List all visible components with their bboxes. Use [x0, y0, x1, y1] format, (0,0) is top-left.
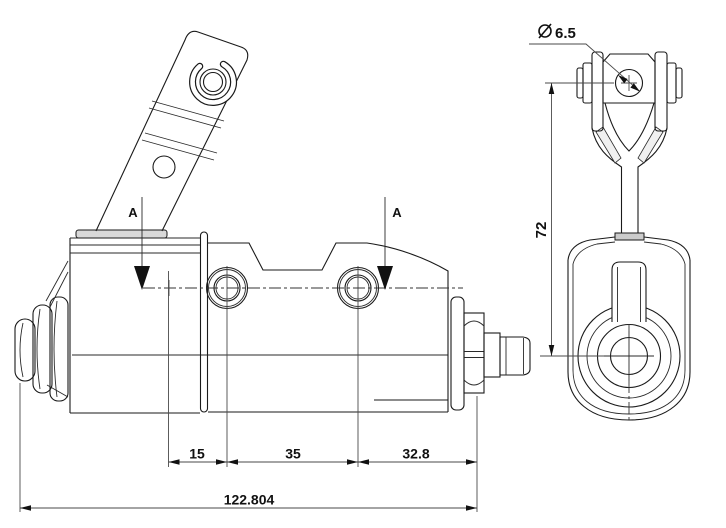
height-dimension: 72: [533, 82, 614, 357]
section-arrow-icon: [134, 266, 150, 290]
fork-face-left: [595, 126, 622, 164]
dim-arrow-icon: [216, 459, 227, 465]
mounting-plate: [75, 229, 168, 239]
dim-arrow-icon: [630, 83, 640, 92]
dim-arrow-icon: [347, 459, 358, 465]
dim-arrow-icon: [227, 459, 238, 465]
section-line-left: A: [128, 197, 150, 290]
clevis-plate-right: [654, 51, 668, 132]
lever-clevis-slot: [189, 60, 238, 106]
clevis-head: [576, 51, 683, 132]
lever-hole: [152, 155, 176, 179]
dim-label-15: 15: [189, 446, 205, 462]
dim-arrow-icon: [548, 83, 555, 94]
lever-arm: [95, 30, 249, 232]
diameter-symbol-icon: [538, 23, 552, 39]
fork-face-right: [637, 126, 664, 164]
boot-bellows: [14, 260, 69, 402]
overall-dim-label: 122.804: [224, 492, 275, 508]
section-line-right: A: [377, 197, 402, 290]
clevis-fork: [591, 102, 668, 241]
front-view: [14, 30, 531, 414]
dim-arrow-icon: [618, 75, 628, 84]
stem-pad: [614, 232, 645, 241]
dim-arrow-icon: [548, 345, 555, 356]
dim-label-35: 35: [285, 446, 301, 462]
chain-dimensions: 15 35 32.8: [19, 271, 478, 512]
diameter-value: 6.5: [555, 25, 576, 42]
lever-bend-line-lower: [141, 132, 218, 161]
dim-arrow-icon: [466, 459, 477, 465]
fitting-step: [483, 332, 501, 378]
clevis-plate-left: [591, 51, 604, 132]
diameter-callout: 6.5: [529, 23, 641, 92]
dim-arrow-icon: [168, 459, 180, 465]
section-label-left: A: [128, 205, 138, 220]
clamp-band: [199, 231, 209, 413]
section-arrow-icon: [377, 266, 393, 290]
dim-arrow-icon: [466, 505, 477, 511]
outlet-fitting: [450, 296, 531, 411]
dim-arrow-icon: [358, 459, 369, 465]
rod-guide-tongue: [611, 261, 647, 322]
side-view: [567, 51, 691, 421]
diameter-leader: [529, 43, 641, 92]
cylinder-body: [69, 231, 449, 414]
pin-right: [675, 67, 683, 99]
overall-dimension: 122.804: [20, 492, 477, 511]
washer-right: [666, 62, 677, 104]
plug: [499, 336, 531, 376]
section-label-right: A: [392, 205, 402, 220]
lever-bend-line-upper: [148, 100, 225, 129]
dim-label-32-8: 32.8: [402, 446, 429, 462]
height-dim-label: 72: [533, 222, 550, 239]
clevis-pin-hole: [614, 68, 644, 98]
dim-arrow-icon: [20, 505, 31, 511]
